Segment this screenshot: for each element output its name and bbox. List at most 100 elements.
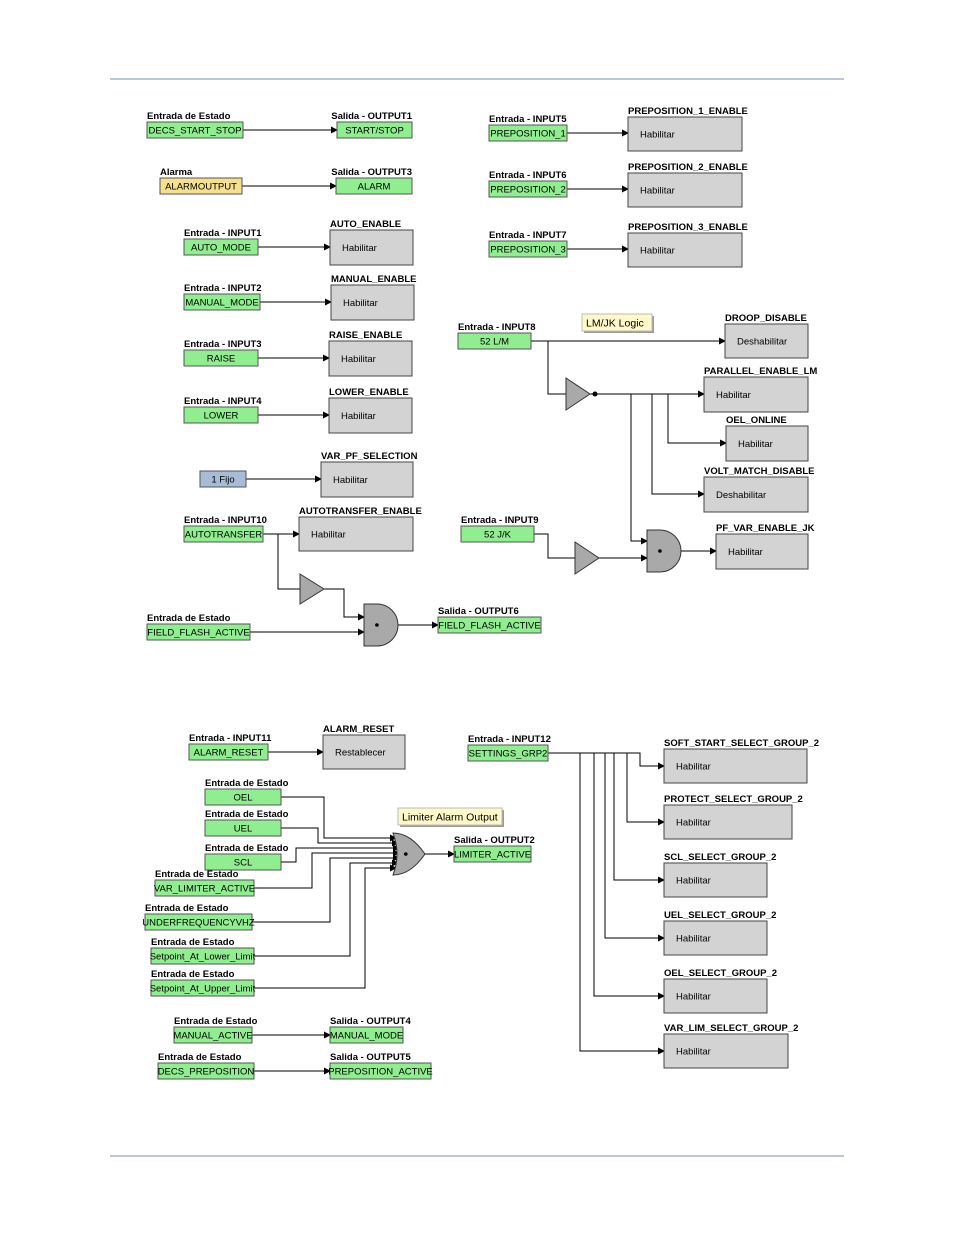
block-box [330, 284, 415, 321]
signal-label: Entrada de Estado [174, 1016, 258, 1027]
block-port: Habilitar [676, 1047, 711, 1058]
block-box [298, 516, 414, 552]
signal-name: DECS_START_STOP [149, 126, 242, 137]
block-box [663, 978, 768, 1014]
signal-name: SCL [234, 858, 252, 869]
signal-label: Entrada - INPUT2 [184, 283, 262, 294]
signal-box [488, 180, 568, 198]
block-box [715, 533, 809, 570]
block-port: Habilitar [728, 547, 763, 558]
block-port: Restablecer [335, 748, 386, 759]
signal-box [488, 124, 568, 142]
signal-box [154, 879, 255, 897]
signal-box [329, 1026, 404, 1044]
note-box [397, 807, 503, 826]
wire [626, 753, 665, 826]
block-title: PARALLEL_ENABLE_LM [704, 366, 817, 377]
signal-name: MANUAL_ACTIVE [173, 1031, 252, 1042]
signal-name: 1 Fijo [211, 475, 234, 486]
signal-box [460, 525, 535, 543]
signal-box [183, 406, 259, 424]
wire [281, 844, 400, 863]
signal-box [183, 293, 261, 311]
signal-fijo[interactable]: 1 Fijo [199, 470, 247, 488]
signal-box [453, 845, 532, 863]
signal-name: Setpoint_At_Upper_Limit [150, 984, 256, 995]
signal-label: Salida - OUTPUT3 [331, 167, 412, 178]
block-box [663, 748, 808, 784]
wire [254, 859, 399, 957]
signal-name: DECS_PREPOSITION [158, 1067, 255, 1078]
block-title: UEL_SELECT_GROUP_2 [664, 910, 776, 921]
wire [579, 753, 665, 1055]
block-title: PREPOSITION_1_ENABLE [628, 106, 748, 117]
wire [277, 534, 300, 590]
signal-label: Entrada - INPUT7 [489, 230, 567, 241]
signal-label: Entrada de Estado [145, 903, 229, 914]
signal-name: PREPOSITION_2 [490, 185, 566, 196]
signal-box [204, 819, 282, 837]
block-port: Habilitar [311, 530, 346, 541]
block-title: VAR_LIM_SELECT_GROUP_2 [664, 1023, 798, 1034]
block-box [663, 862, 768, 898]
wire [548, 752, 665, 770]
wire [667, 394, 727, 447]
block-port: Habilitar [676, 876, 711, 887]
signal-box [173, 1026, 253, 1044]
wire [534, 533, 575, 559]
signal-label: Entrada de Estado [151, 969, 235, 980]
